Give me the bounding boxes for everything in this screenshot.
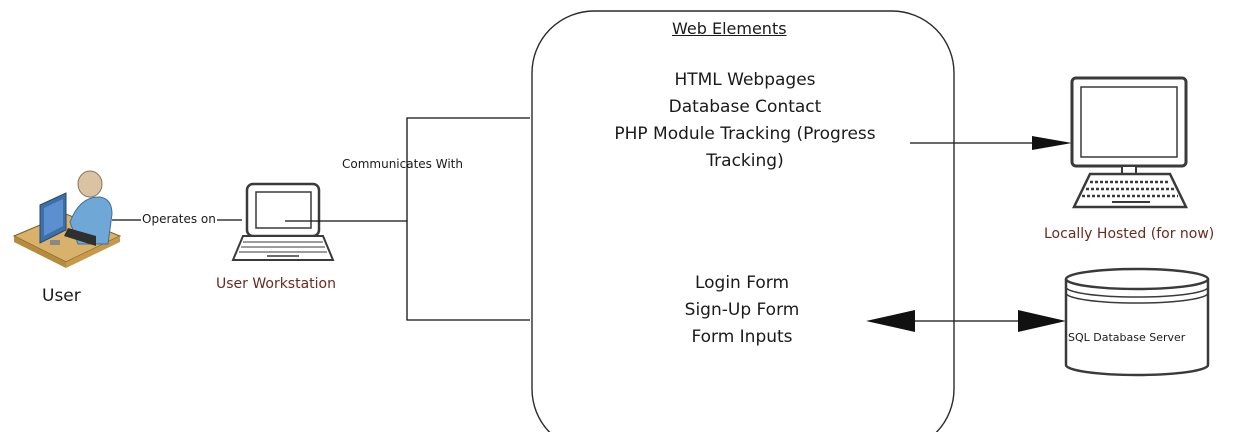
connector-lines: [112, 117, 1032, 322]
group2-line: Form Inputs: [691, 327, 793, 347]
communicates-with-label: Communicates With: [342, 157, 463, 171]
user-label: User: [42, 286, 81, 306]
group2-line: Sign-Up Form: [684, 300, 800, 320]
user-at-desk-icon: [12, 170, 122, 268]
sql-server-label: SQL Database Server: [1068, 331, 1186, 344]
group1-line: PHP Module Tracking (Progress: [614, 124, 876, 144]
workstation-label: User Workstation: [216, 276, 336, 292]
web-elements-box: [531, 10, 955, 432]
laptop-icon: [231, 182, 335, 261]
group1-line: Database Contact: [668, 97, 822, 117]
arrowheads: [866, 136, 1072, 332]
desktop-computer-icon: [1070, 76, 1188, 209]
group1-line: Tracking): [706, 151, 784, 171]
group1-line: HTML Webpages: [674, 70, 816, 90]
database-cylinder-icon: [1064, 267, 1210, 377]
web-elements-title: Web Elements: [672, 19, 787, 38]
web-elements-group-2: Login Form Sign-Up Form Form Inputs: [580, 270, 904, 351]
operates-on-label: Operates on: [141, 212, 217, 226]
web-elements-group-1: HTML Webpages Database Contact PHP Modul…: [560, 67, 930, 175]
locally-hosted-label: Locally Hosted (for now): [1044, 226, 1215, 242]
group2-line: Login Form: [694, 273, 790, 293]
